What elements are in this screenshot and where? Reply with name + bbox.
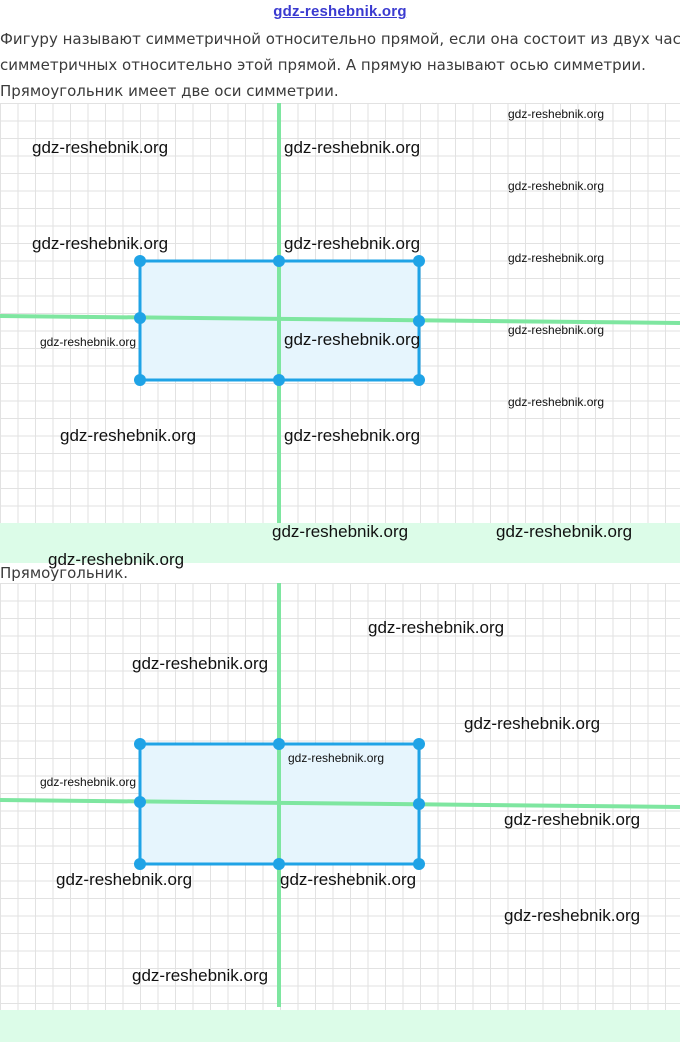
horizontal-axis-1 bbox=[0, 314, 680, 325]
watermark: gdz-reshebnik.org bbox=[508, 323, 605, 337]
vertex bbox=[134, 312, 146, 324]
vertex bbox=[134, 255, 146, 267]
vertex bbox=[134, 858, 146, 870]
watermark: gdz-reshebnik.org bbox=[504, 810, 641, 829]
vertex bbox=[413, 798, 425, 810]
watermark: gdz-reshebnik.org bbox=[40, 335, 137, 349]
watermark: gdz-reshebnik.org bbox=[508, 179, 605, 193]
watermark: gdz-reshebnik.org bbox=[464, 714, 601, 733]
watermark: gdz-reshebnik.org bbox=[508, 251, 605, 265]
vertex bbox=[413, 315, 425, 327]
watermark: gdz-reshebnik.org bbox=[508, 395, 605, 409]
watermark: gdz-reshebnik.org bbox=[60, 426, 197, 445]
watermark: gdz-reshebnik.org bbox=[284, 234, 421, 253]
watermark: gdz-reshebnik.org bbox=[32, 138, 169, 157]
vertex bbox=[134, 374, 146, 386]
watermark: gdz-reshebnik.org bbox=[56, 870, 193, 889]
vertex bbox=[134, 796, 146, 808]
vertices-2 bbox=[134, 738, 425, 870]
watermark: gdz-reshebnik.org bbox=[288, 751, 385, 765]
vertex bbox=[413, 858, 425, 870]
vertex bbox=[273, 374, 285, 386]
vertices-1 bbox=[134, 255, 425, 386]
paragraph-line-3: Прямоугольник имеет две оси симметрии. bbox=[0, 82, 339, 100]
paragraph-line-1: Фигуру называют симметричной относительн… bbox=[0, 30, 680, 48]
vertex bbox=[273, 738, 285, 750]
watermark: gdz-reshebnik.org bbox=[32, 234, 169, 253]
watermark: gdz-reshebnik.org bbox=[48, 550, 185, 569]
watermark: gdz-reshebnik.org bbox=[496, 522, 633, 541]
watermark: gdz-reshebnik.org bbox=[284, 138, 421, 157]
watermark: gdz-reshebnik.org bbox=[40, 775, 137, 789]
paragraph-line-2: симметричных относительно этой прямой. А… bbox=[0, 56, 646, 74]
caption: Прямоугольник. bbox=[0, 564, 129, 582]
watermark: gdz-reshebnik.org bbox=[284, 426, 421, 445]
vertex bbox=[413, 374, 425, 386]
horizontal-axis-2 bbox=[0, 798, 680, 809]
figure-2 bbox=[0, 583, 680, 1007]
watermark: gdz-reshebnik.org bbox=[504, 906, 641, 925]
watermark: gdz-reshebnik.org bbox=[272, 522, 409, 541]
watermark: gdz-reshebnik.org bbox=[280, 870, 417, 889]
figure-1 bbox=[0, 103, 680, 523]
watermark: gdz-reshebnik.org bbox=[508, 107, 605, 121]
site-link[interactable]: gdz-reshebnik.org bbox=[273, 3, 407, 20]
band-2 bbox=[0, 1010, 680, 1042]
watermark: gdz-reshebnik.org bbox=[368, 618, 505, 637]
vertex bbox=[134, 738, 146, 750]
vertex bbox=[413, 738, 425, 750]
vertex bbox=[273, 858, 285, 870]
watermark: gdz-reshebnik.org bbox=[132, 966, 269, 985]
vertex bbox=[273, 255, 285, 267]
watermark: gdz-reshebnik.org bbox=[132, 654, 269, 673]
band-1 bbox=[0, 523, 680, 563]
vertex bbox=[413, 255, 425, 267]
watermark: gdz-reshebnik.org bbox=[284, 330, 421, 349]
